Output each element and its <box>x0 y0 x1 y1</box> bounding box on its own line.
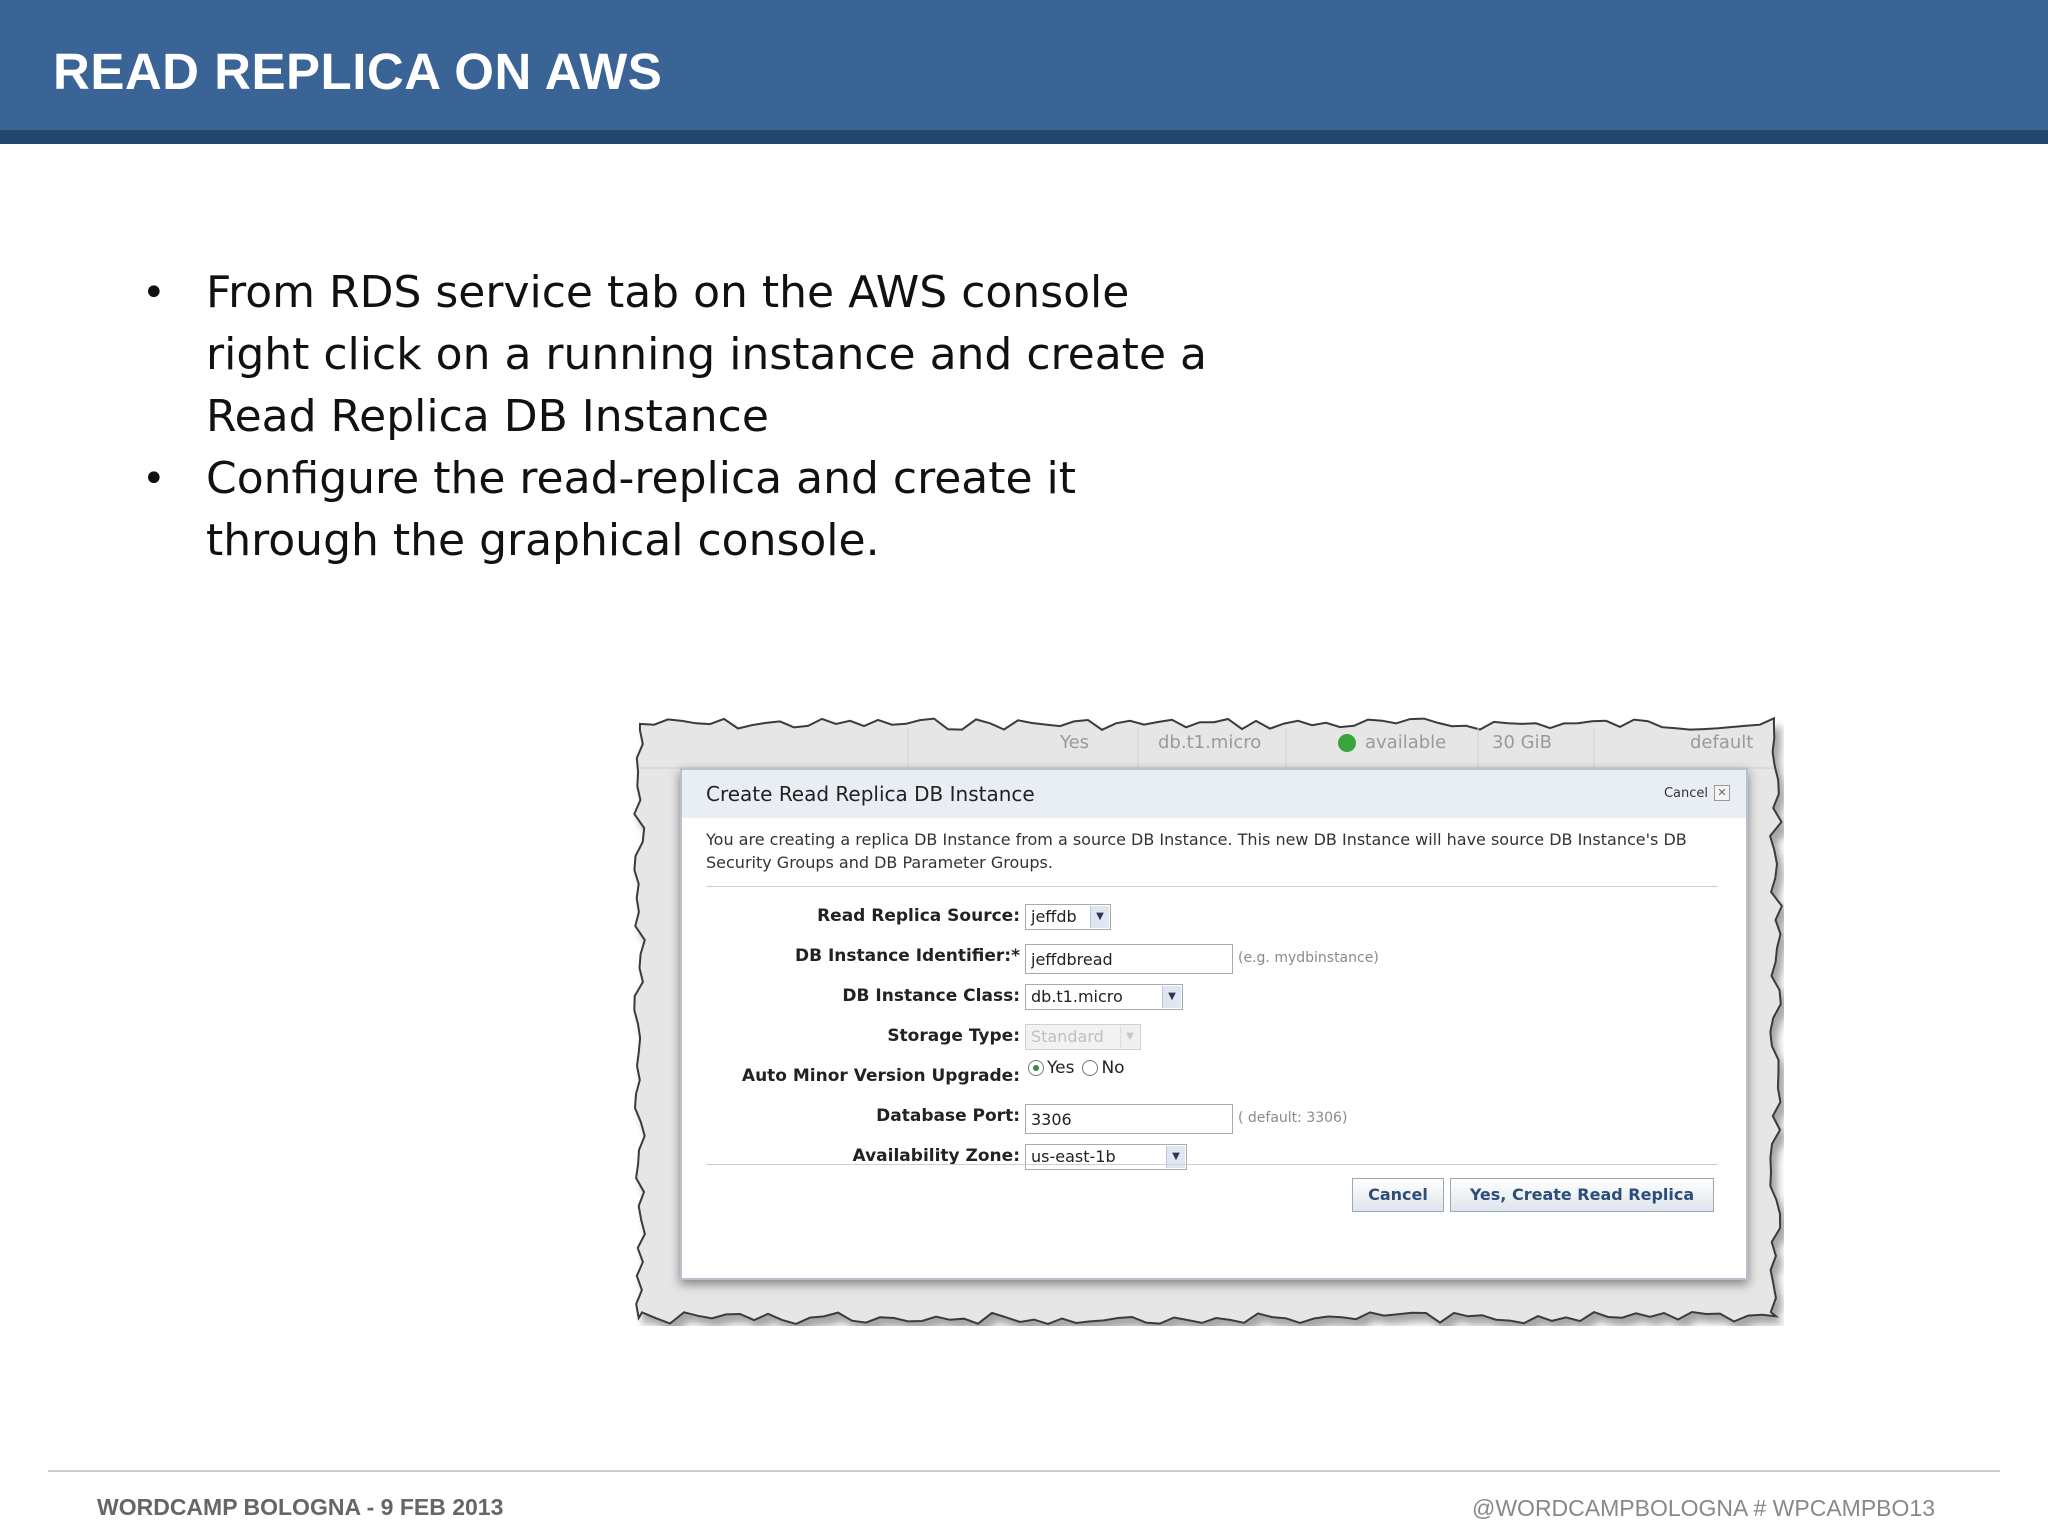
row-option-group: default <box>1690 732 1754 753</box>
close-icon: ✕ <box>1714 785 1730 801</box>
bullet-list: • From RDS service tab on the AWS consol… <box>142 262 1242 572</box>
footer-divider <box>48 1470 2000 1472</box>
create-read-replica-button[interactable]: Yes, Create Read Replica <box>1450 1178 1714 1212</box>
zone-value: us-east-1b <box>1031 1147 1116 1166</box>
dialog-description: You are creating a replica DB Instance f… <box>706 830 1687 872</box>
row-class: db.t1.micro <box>1158 732 1262 753</box>
source-select[interactable]: jeffdb ▼ <box>1025 904 1111 930</box>
auto-minor-no-radio[interactable] <box>1082 1060 1099 1076</box>
port-label: Database Port: <box>876 1106 1020 1126</box>
zone-label: Availability Zone: <box>852 1146 1020 1166</box>
footer-hashtag-label: @WORDCAMPBOLOGNA # WPCAMPBO13 <box>1472 1495 1935 1521</box>
row-multi-az: Yes <box>1060 732 1090 753</box>
identifier-label: DB Instance Identifier:* <box>794 946 1020 966</box>
header-stripe <box>0 130 2048 144</box>
identifier-hint: (e.g. mydbinstance) <box>1238 950 1379 966</box>
source-label: Read Replica Source: <box>817 906 1020 926</box>
divider <box>706 886 1718 887</box>
bullet-text: From RDS service tab on the AWS console … <box>206 267 1207 442</box>
storage-type-select: Standard ▼ <box>1025 1024 1141 1050</box>
auto-minor-radio-group: Yes No <box>1028 1058 1133 1078</box>
instance-class-value: db.t1.micro <box>1031 987 1123 1006</box>
row-status: available <box>1365 732 1447 753</box>
chevron-down-icon: ▼ <box>1166 1146 1185 1168</box>
create-read-replica-dialog: Create Read Replica DB Instance Cancel ✕… <box>680 768 1748 1280</box>
dialog-close-button[interactable]: Cancel ✕ <box>1664 785 1730 801</box>
identifier-input[interactable] <box>1025 944 1233 974</box>
bullet-item: • From RDS service tab on the AWS consol… <box>142 262 1242 448</box>
dialog-close-label: Cancel <box>1663 785 1708 801</box>
footer-event-label: WORDCAMP BOLOGNA - 9 FEB 2013 <box>97 1494 504 1520</box>
slide-title: READ REPLICA ON AWS <box>53 43 663 100</box>
row-storage: 30 GiB <box>1492 732 1552 753</box>
console-screenshot: Yes db.t1.micro available 30 GiB default… <box>632 716 1784 1326</box>
cancel-button[interactable]: Cancel <box>1352 1178 1444 1212</box>
header-bar <box>0 0 2048 130</box>
chevron-down-icon: ▼ <box>1162 986 1181 1008</box>
port-hint: ( default: 3306) <box>1238 1110 1348 1126</box>
auto-minor-label: Auto Minor Version Upgrade: <box>741 1066 1020 1086</box>
source-value: jeffdb <box>1031 907 1077 926</box>
dialog-title: Create Read Replica DB Instance <box>706 782 1035 806</box>
instance-class-select[interactable]: db.t1.micro ▼ <box>1025 984 1183 1010</box>
status-ok-icon <box>1338 734 1356 752</box>
storage-type-label: Storage Type: <box>887 1026 1020 1046</box>
chevron-down-icon: ▼ <box>1090 906 1109 928</box>
instance-class-label: DB Instance Class: <box>842 986 1020 1006</box>
auto-minor-yes-label: Yes <box>1047 1058 1075 1078</box>
divider <box>706 1164 1718 1165</box>
auto-minor-yes-radio[interactable] <box>1028 1060 1044 1076</box>
zone-select[interactable]: us-east-1b ▼ <box>1025 1144 1187 1170</box>
chevron-down-icon: ▼ <box>1120 1026 1139 1048</box>
port-input[interactable] <box>1025 1104 1233 1134</box>
auto-minor-no-label: No <box>1101 1058 1125 1078</box>
storage-type-value: Standard <box>1031 1027 1104 1046</box>
bullet-item: • Configure the read-replica and create … <box>142 448 1242 572</box>
bullet-text: Configure the read-replica and create it… <box>206 453 1077 566</box>
bullet-glyph: • <box>142 270 166 316</box>
bullet-glyph: • <box>142 456 166 502</box>
dialog-header: Create Read Replica DB Instance Cancel ✕ <box>682 770 1746 818</box>
